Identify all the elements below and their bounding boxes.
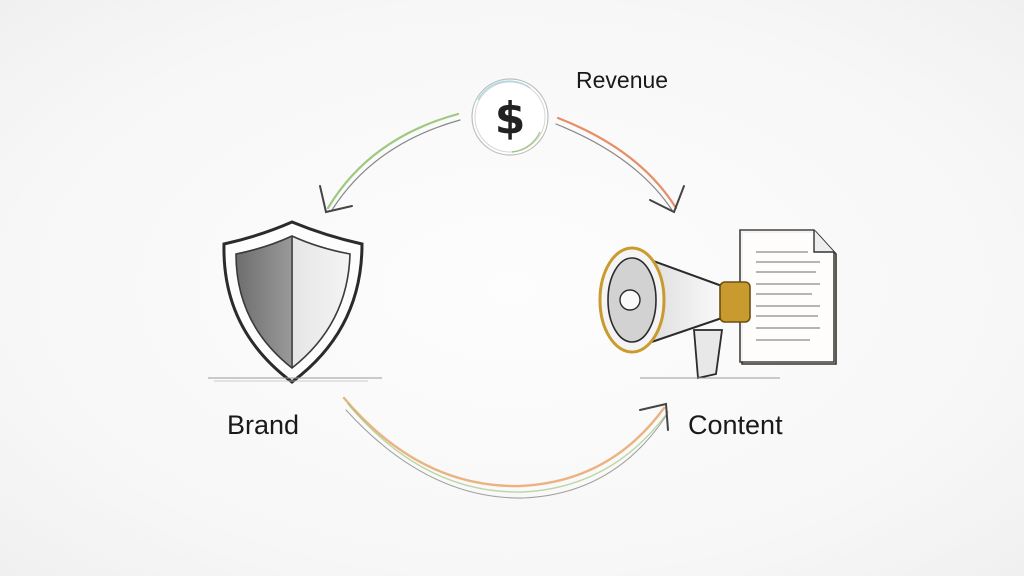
node-label-revenue: Revenue (576, 67, 669, 93)
arrow-revenue-to-content (555, 116, 685, 214)
megaphone-icon (598, 246, 780, 380)
node-label-content: Content (688, 410, 783, 440)
svg-text:$: $ (495, 93, 526, 144)
shield-icon (208, 220, 382, 384)
arrow-brand-to-revenue (319, 112, 461, 214)
megaphone-document-icon (598, 229, 837, 380)
node-label-brand: Brand (227, 410, 300, 440)
arrow-brand-to-content (342, 396, 669, 499)
document-icon (739, 229, 837, 365)
dollar-icon: $ (471, 78, 549, 156)
